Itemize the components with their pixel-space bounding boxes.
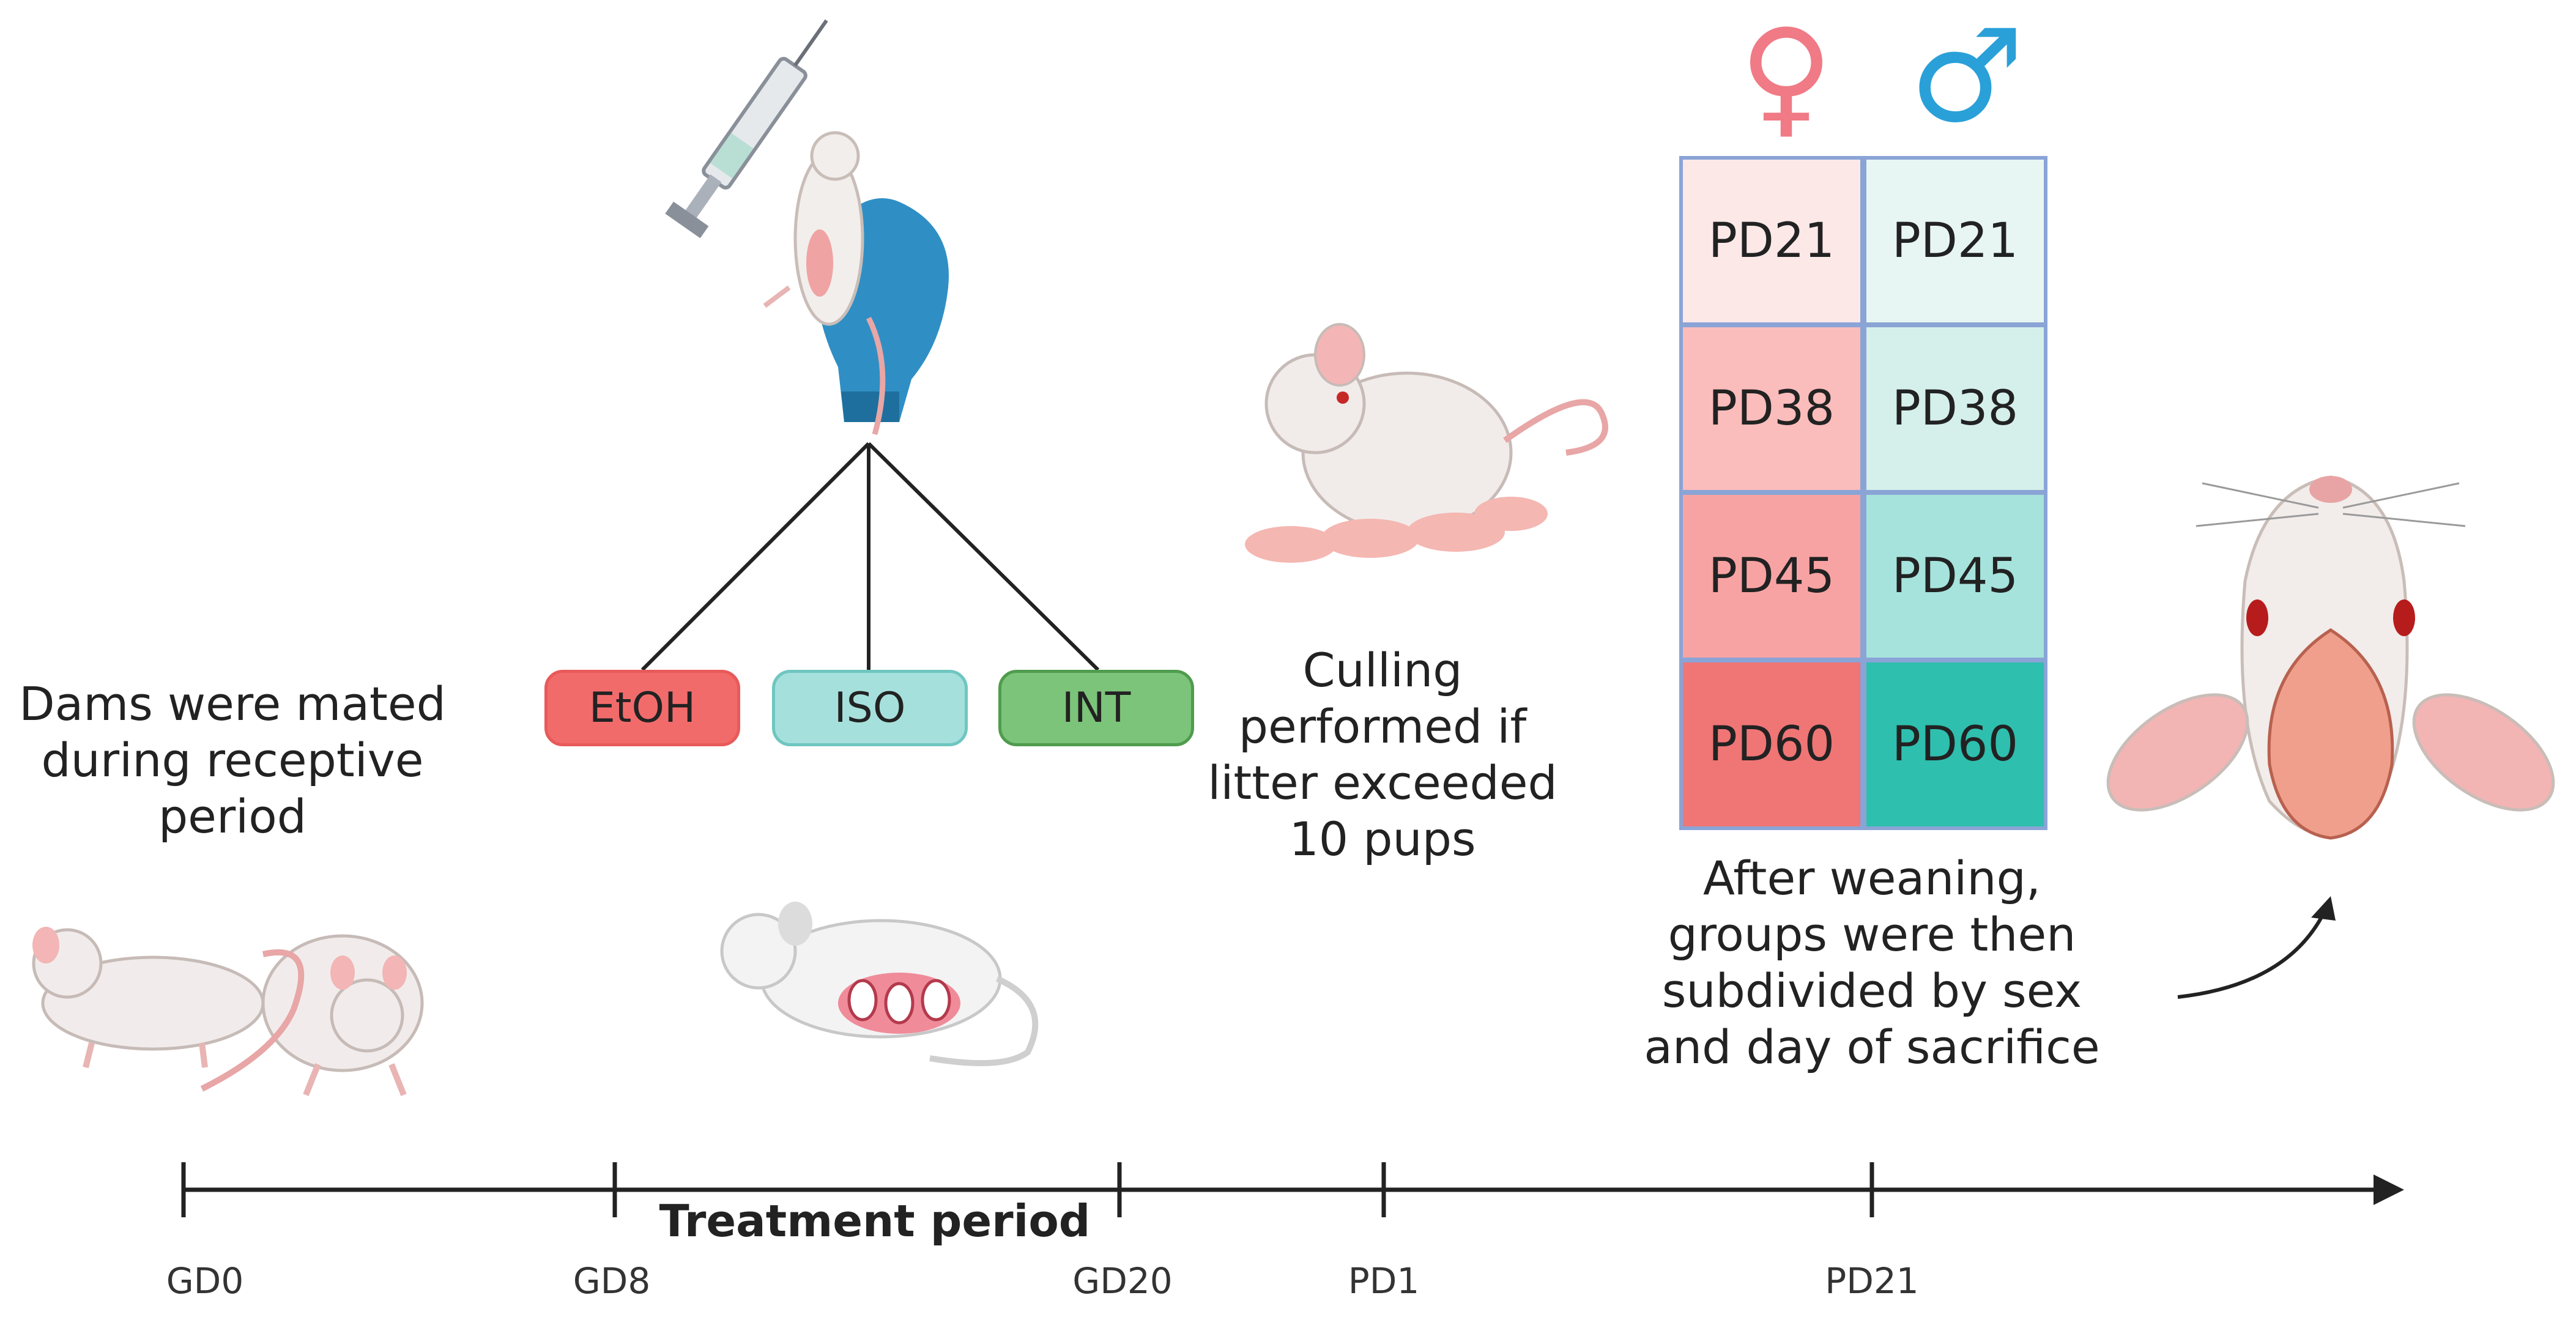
- weaning-caption-line-4: and day of sacrifice: [1644, 1020, 2100, 1074]
- treatment-etoh: EtOH: [544, 670, 740, 746]
- weaning-caption-line-2: groups were then: [1668, 907, 2076, 962]
- mating-caption-line-2: during receptive: [41, 733, 424, 787]
- tick-label-pd1: PD1: [1348, 1260, 1420, 1302]
- table-cell-male-pd21: PD21: [1866, 160, 2044, 322]
- timeline: [181, 1162, 2386, 1217]
- mating-caption-line-1: Dams were mated: [19, 677, 446, 731]
- treatment-iso: ISO: [772, 670, 968, 746]
- table-cell-female-pd60: PD60: [1683, 662, 1860, 826]
- culling-caption-line-1: Culling: [1302, 643, 1463, 697]
- group-table: PD21 PD21 PD38 PD38 PD45 PD45 PD60 PD60: [1679, 156, 2047, 830]
- curved-arrow: [2177, 896, 2336, 999]
- table-cell-male-pd38: PD38: [1866, 327, 2044, 490]
- male-symbol-icon: ♂: [1909, 1, 2025, 151]
- rat-brain-dissection-illustration: [2106, 475, 2555, 840]
- mating-caption-line-3: period: [158, 789, 307, 844]
- table-cell-female-pd21: PD21: [1683, 160, 1860, 322]
- syringe-icon: [665, 19, 828, 239]
- weaning-caption-line-1: After weaning,: [1702, 851, 2041, 905]
- tick-label-pd21: PD21: [1825, 1260, 1919, 1302]
- tick-label-gd0: GD0: [166, 1260, 244, 1302]
- treatment-period-label: Treatment period: [659, 1195, 1091, 1247]
- tick-label-gd8: GD8: [573, 1260, 651, 1302]
- culling-caption-line-2: performed if: [1238, 699, 1527, 754]
- culling-caption-line-4: 10 pups: [1289, 812, 1476, 866]
- table-cell-male-pd60: PD60: [1866, 662, 2044, 826]
- table-cell-female-pd38: PD38: [1683, 327, 1860, 490]
- mother-rat-with-pups-illustration: [1245, 323, 1608, 563]
- female-symbol-icon: ♀: [1739, 1, 1833, 151]
- timeline-arrowhead: [2374, 1174, 2404, 1205]
- table-cell-female-pd45: PD45: [1683, 495, 1860, 658]
- mating-rats-illustration: [32, 927, 424, 1096]
- weaning-caption-line-3: subdivided by sex: [1661, 963, 2082, 1018]
- treatment-branch-lines: [640, 442, 1100, 672]
- treatment-int: INT: [998, 670, 1194, 746]
- tick-label-gd20: GD20: [1072, 1260, 1173, 1302]
- pregnant-rat-illustration: [720, 902, 1039, 1066]
- culling-caption-line-3: litter exceeded: [1208, 755, 1557, 810]
- table-cell-male-pd45: PD45: [1866, 495, 2044, 658]
- gloved-hand-with-rat-illustration: [763, 131, 949, 436]
